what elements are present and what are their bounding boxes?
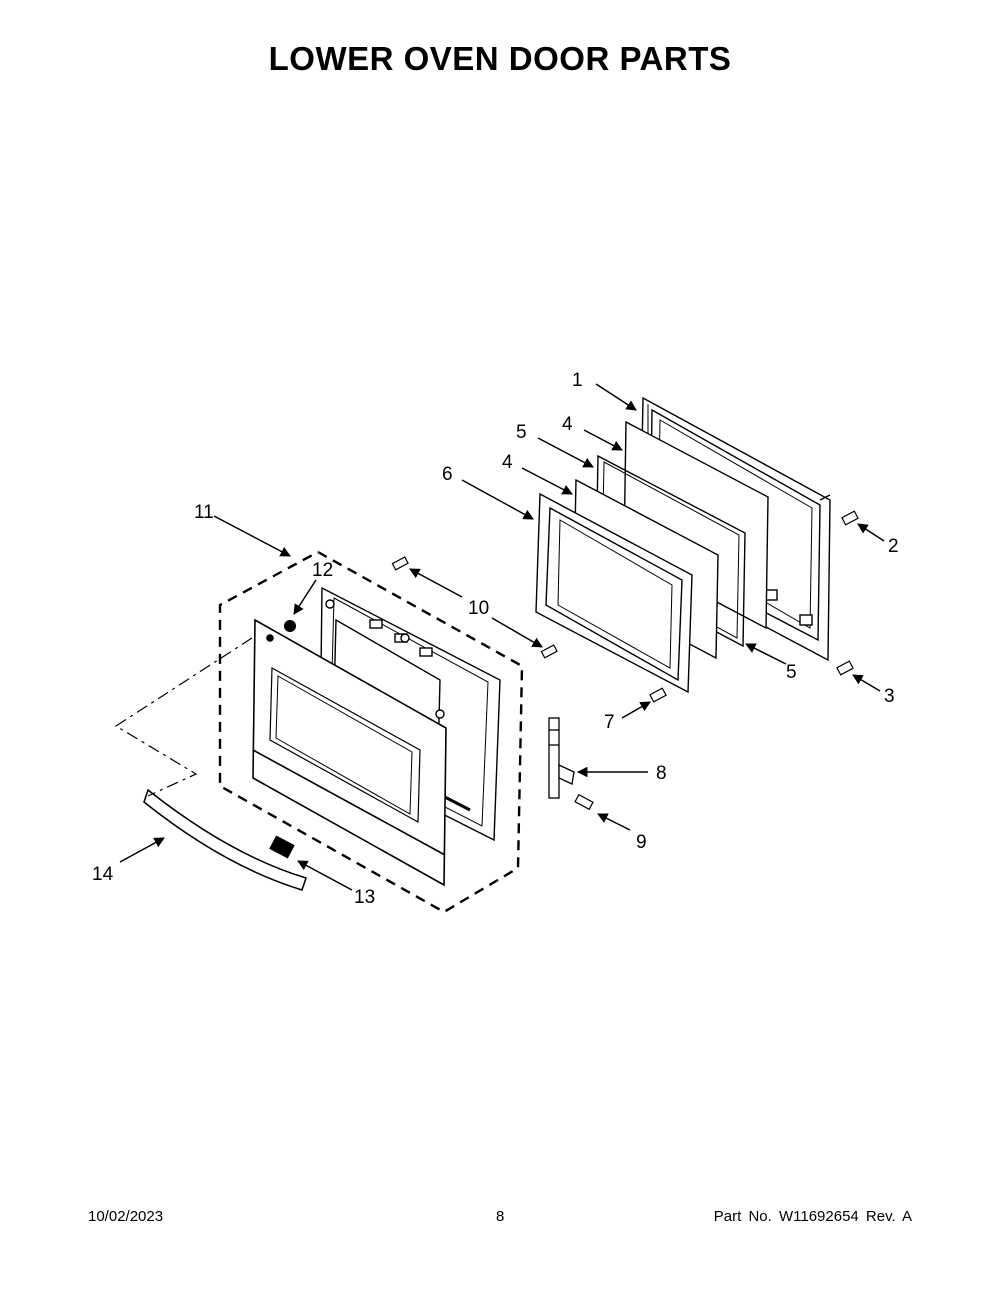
part-10-screws xyxy=(391,556,558,659)
callout-4-middle: 4 xyxy=(502,452,513,473)
callout-8: 8 xyxy=(656,763,667,784)
callout-13: 13 xyxy=(354,887,375,908)
callout-10: 10 xyxy=(468,598,489,619)
part-13-handle-clip xyxy=(269,835,295,859)
callout-leader-lines xyxy=(119,383,885,891)
callout-5-top: 5 xyxy=(516,422,527,443)
footer-page-number: 8 xyxy=(496,1208,505,1225)
callout-6: 6 xyxy=(442,464,453,485)
part-11-door-assembly-boundary xyxy=(218,550,524,914)
callout-1: 1 xyxy=(572,370,583,391)
callout-3: 3 xyxy=(884,686,895,707)
callout-12: 12 xyxy=(312,560,333,581)
parts-2-3-7-screws xyxy=(649,510,859,703)
part-6-glass-frame xyxy=(535,492,693,694)
footer-date: 10/02/2023 xyxy=(88,1208,164,1225)
handle-alignment-line xyxy=(114,637,253,797)
part-9-hinge-screw xyxy=(574,793,594,811)
footer-part-number: Part No. W11692654 Rev. A xyxy=(713,1208,912,1225)
callout-7: 7 xyxy=(604,712,615,733)
part-12-grommet xyxy=(284,620,296,632)
callout-2: 2 xyxy=(888,536,899,557)
part-11-outer-door-glass xyxy=(252,618,447,887)
page-title: LOWER OVEN DOOR PARTS xyxy=(268,40,732,77)
callout-labels: 1 2 3 4 4 5 5 6 7 8 9 10 11 12 13 14 xyxy=(92,370,899,908)
callout-5-bottom: 5 xyxy=(786,662,797,683)
callout-9: 9 xyxy=(636,832,647,853)
part-8-hinge xyxy=(548,717,575,799)
part-14-door-handle xyxy=(143,788,307,891)
callout-4-rear: 4 xyxy=(562,414,573,435)
callout-14: 14 xyxy=(92,864,114,885)
callout-11: 11 xyxy=(194,502,214,523)
